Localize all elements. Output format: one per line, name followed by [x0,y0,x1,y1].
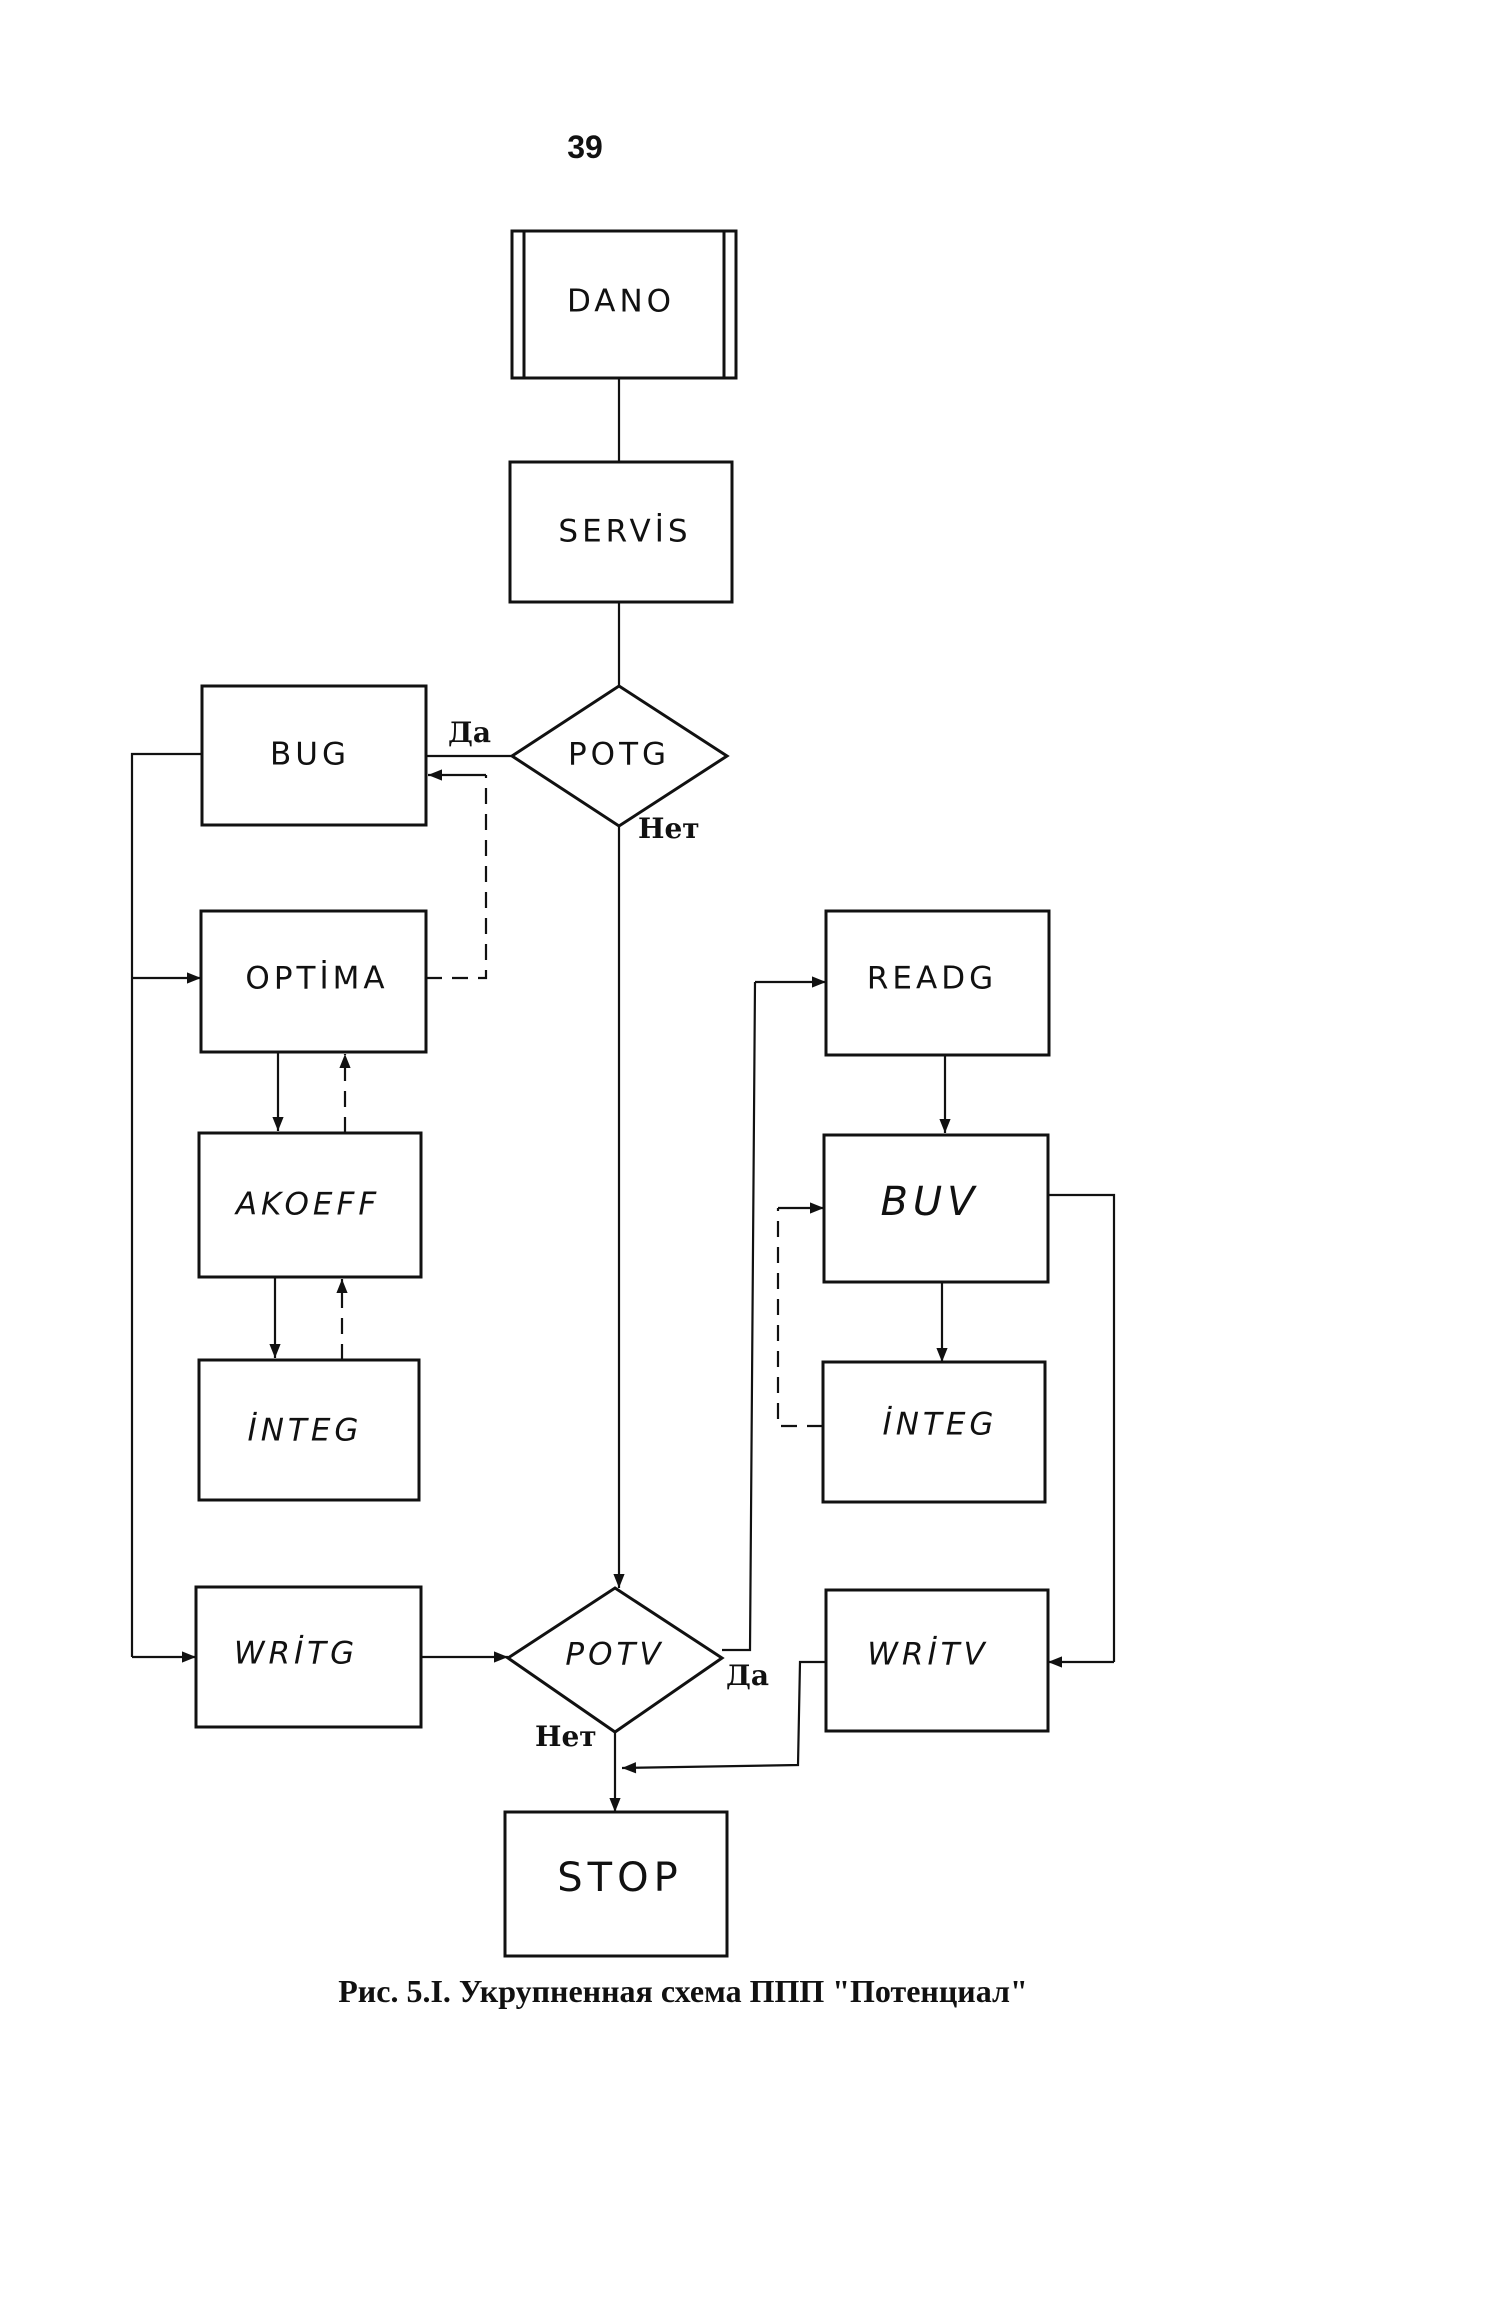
potv-no-label: Нет [535,1720,597,1753]
node-readg: READG [824,909,1051,1057]
buv-label: BUV [880,1179,979,1225]
connector-potv-up [722,981,757,1652]
potg-no-label: Нет [638,812,700,845]
dano-label: DANO [567,284,675,320]
bug-label: BUG [270,737,350,773]
connectors [130,378,1116,1812]
servis-label: SERVİS [558,514,691,550]
node-stop: STOP [503,1810,729,1958]
node-bug: BUG [200,684,428,827]
node-optima: OPTİMA [199,909,428,1054]
connector-writv-stop [621,1660,826,1774]
node-buv: BUV [822,1133,1050,1284]
node-writv: WRİTV [824,1588,1050,1733]
akoeff-label: AKOEFF [234,1187,380,1223]
connector-left-loop [130,752,202,1657]
node-integ-left: İNTEG [197,1358,421,1502]
node-potg-decision: POTG [509,684,730,828]
dashed-integ-buv-a [776,1208,823,1428]
writv-label: WRİTV [867,1637,988,1673]
integ-right-label: İNTEG [883,1407,998,1443]
connector-buv-right [1048,1193,1116,1662]
potg-label: POTG [568,737,670,773]
optima-label: OPTİMA [245,961,388,997]
node-akoeff: AKOEFF [197,1131,423,1279]
node-potv-decision: POTV [505,1586,725,1734]
potg-yes-label: Да [448,716,491,749]
dashed-optima-bug-a [426,775,488,980]
figure-caption: Рис. 5.I. Укрупненная схема ППП "Потенци… [338,1973,1027,2009]
page-number: 39 [567,129,603,165]
node-integ-right: İNTEG [821,1360,1047,1504]
node-dano: DANO [510,229,738,380]
node-writg: WRİTG [194,1585,423,1729]
potv-yes-label: Да [726,1659,769,1692]
potv-label: POTV [565,1637,664,1673]
stop-label: STOP [557,1855,682,1901]
integ-left-label: İNTEG [248,1413,363,1449]
node-servis: SERVİS [508,460,734,604]
readg-label: READG [867,961,997,997]
writg-label: WRİTG [234,1636,358,1672]
